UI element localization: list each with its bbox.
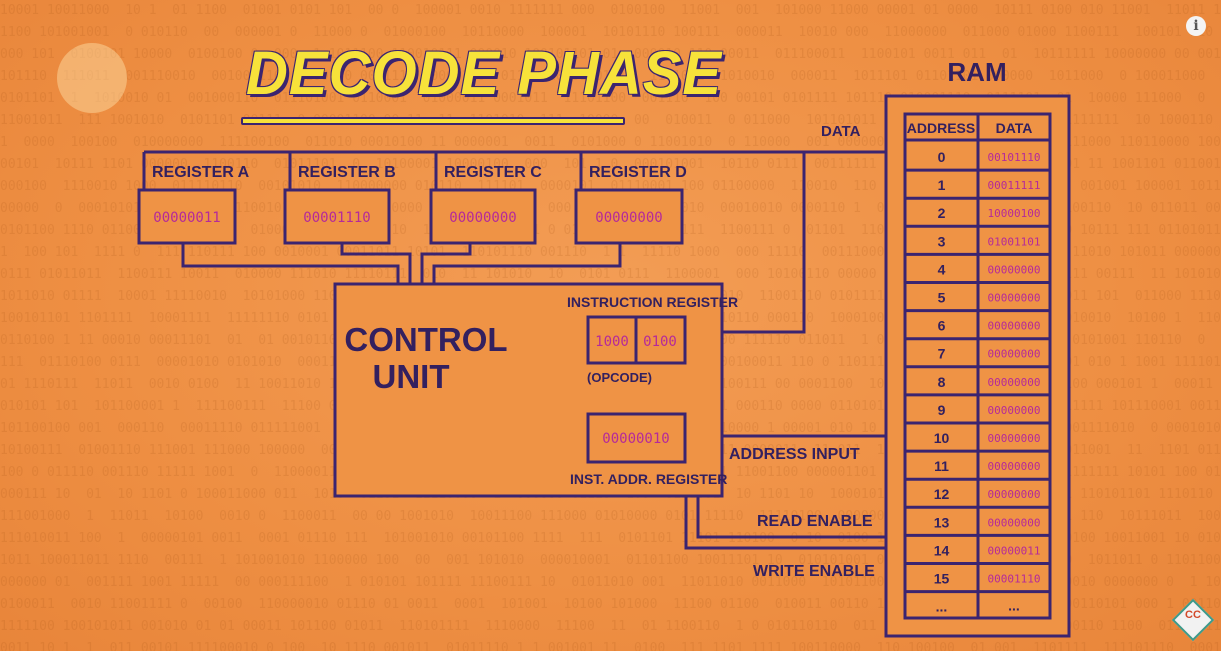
inst-addr-register-value: 00000010 [602, 431, 669, 447]
ram-data-cell: 00000000 [988, 488, 1041, 501]
operand-value: 0100 [643, 334, 677, 350]
register-a-box [137, 188, 237, 245]
ram-data-cell: 01001101 [988, 235, 1041, 248]
crash-course-logo-text: CC [1185, 609, 1201, 621]
ram-address-cell: 3 [938, 233, 946, 249]
ram-address-cell: 10 [934, 430, 950, 446]
ram-address-cell: 2 [938, 205, 946, 221]
ram-address-cell: 8 [938, 374, 946, 390]
ram-data-cell: 00000000 [988, 348, 1041, 361]
wire-register-d [432, 243, 622, 284]
ram-data-cell: 00000000 [988, 320, 1041, 333]
data-bus-to-ir [722, 152, 806, 334]
ram-address-cell: 6 [938, 318, 946, 334]
ram-label: RAM [947, 57, 1006, 87]
ram-address-cell: 13 [934, 514, 950, 530]
ram-data-cell: 00000000 [988, 460, 1041, 473]
ram-address-cell: 11 [934, 458, 949, 474]
register-a-label: REGISTER A [152, 164, 250, 181]
register-d-value: 00000000 [595, 210, 662, 226]
address-input-label: ADDRESS INPUT [729, 446, 860, 463]
read-enable-line [696, 496, 886, 539]
ram-address-cell: 14 [934, 542, 950, 558]
ram-address-cell: 7 [938, 346, 946, 362]
register-c-value: 00000000 [449, 210, 516, 226]
ram-address-cell: 0 [938, 149, 946, 165]
inst-addr-register-label: INST. ADDR. REGISTER [570, 471, 727, 487]
ram-data-cell: ... [1008, 598, 1020, 614]
ram-data-cell: 00101110 [988, 151, 1041, 164]
register-a-value: 00000011 [153, 210, 220, 226]
register-d-box [574, 188, 684, 245]
pbs-logo-icon [57, 43, 127, 113]
ram-address-cell: 12 [934, 486, 950, 502]
page-title: DECODE PHASE [246, 39, 723, 108]
ram-address-cell: ... [936, 599, 948, 615]
register-d-label: REGISTER D [589, 164, 687, 181]
write-enable-label: WRITE ENABLE [753, 563, 875, 580]
control-unit-title-line2: UNIT [373, 358, 450, 395]
read-enable-label: READ ENABLE [757, 513, 873, 530]
ram-address-header: ADDRESS [907, 120, 975, 136]
inst-addr-register-box [586, 412, 687, 464]
ram-data-cell: 00011111 [988, 179, 1041, 192]
info-icon[interactable]: i [1186, 16, 1206, 36]
ram-address-cell: 9 [938, 402, 946, 418]
wire-register-a [181, 243, 400, 284]
ram-data-cell: 00000000 [988, 516, 1041, 529]
ram-rows: 0 00101110 1 00011111 2 10000100 3 01001101 4 000… [905, 149, 1050, 615]
opcode-value: 1000 [595, 334, 629, 350]
ram-data-cell: 00000000 [988, 263, 1041, 276]
register-b-label: REGISTER B [298, 164, 396, 181]
ram-data-cell: 00001110 [988, 573, 1041, 586]
ram-data-cell: 00000000 [988, 404, 1041, 417]
control-unit-title-line1: CONTROL [344, 321, 507, 358]
register-c-box [429, 188, 537, 245]
ram-data-cell: 10000100 [988, 207, 1041, 220]
ram-data-cell: 00000000 [988, 292, 1041, 305]
ram-address-cell: 5 [938, 290, 946, 306]
write-enable-line [684, 496, 886, 550]
register-b-value: 00001110 [303, 210, 370, 226]
ram-address-cell: 4 [938, 261, 946, 277]
data-bus-label: DATA [821, 123, 861, 140]
ram-data-header: DATA [996, 120, 1033, 136]
ram-data-cell: 00000011 [988, 544, 1041, 557]
register-c-label: REGISTER C [444, 164, 542, 181]
ram-address-cell: 15 [934, 571, 950, 587]
title-underline [241, 117, 625, 125]
ram-data-cell: 00000000 [988, 432, 1041, 445]
wire-register-c [420, 243, 472, 284]
ram-address-cell: 1 [938, 177, 946, 193]
register-b-box [283, 188, 391, 245]
opcode-label: (OPCODE) [587, 370, 652, 385]
wire-register-b [340, 243, 412, 284]
ram-data-cell: 00000000 [988, 376, 1041, 389]
instruction-register-label: INSTRUCTION REGISTER [567, 294, 738, 310]
